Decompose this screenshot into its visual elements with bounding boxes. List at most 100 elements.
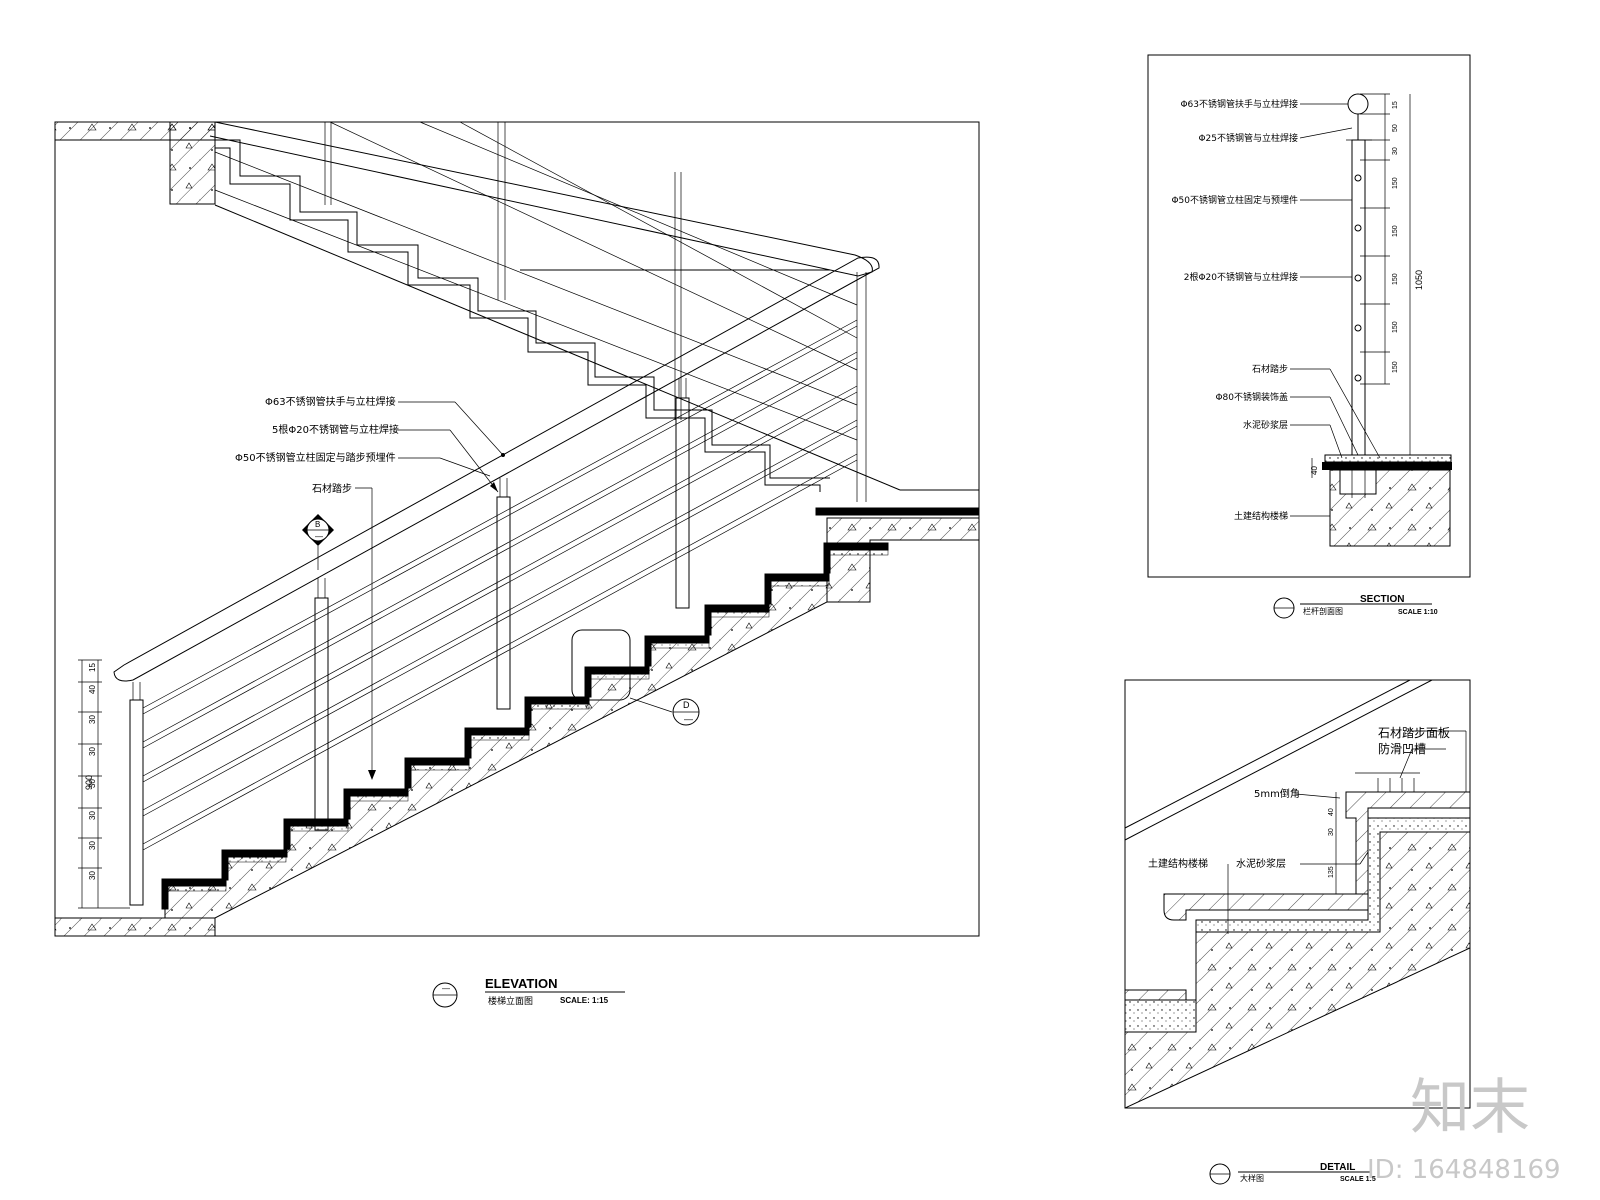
section-label-stone: 石材踏步 xyxy=(1252,363,1288,375)
tread-riser-1 xyxy=(221,849,229,881)
section-dim-3: 150 xyxy=(1392,177,1399,189)
section-subtitle: 栏杆剖面图 xyxy=(1303,606,1343,616)
detail-callout-region xyxy=(571,629,631,701)
section-dim-1: 50 xyxy=(1392,124,1399,132)
elevation-dim-2: 30 xyxy=(88,715,97,724)
landing-slab xyxy=(826,517,980,603)
tread-top-0 xyxy=(161,878,227,887)
tread-mortar-7 xyxy=(590,673,650,680)
section-dim-7: 150 xyxy=(1392,361,1399,373)
elevation-title: ELEVATION xyxy=(485,976,557,991)
tread-top-6 xyxy=(524,696,590,705)
detail-label-chamfer: 5mm倒角 xyxy=(1254,788,1300,800)
section-post xyxy=(1351,139,1366,456)
elevation-dim-3: 30 xyxy=(88,747,97,756)
tread-mortar-11 xyxy=(829,549,889,556)
lower-floor-slab xyxy=(54,917,216,937)
section-dim-0: 15 xyxy=(1392,101,1399,109)
tread-riser-11 xyxy=(823,542,831,574)
svg-text:—: — xyxy=(684,714,693,724)
tread-riser-9 xyxy=(704,604,712,636)
tread-top-7 xyxy=(584,666,650,675)
section-base-dim: 40 xyxy=(1310,466,1319,475)
section-scale: SCALE 1:10 xyxy=(1398,609,1438,616)
label-rail-bars: 5根Φ20不锈钢管与立柱焊接 xyxy=(272,423,399,436)
detail-leaders xyxy=(1227,730,1467,934)
section-dim-6: 150 xyxy=(1392,321,1399,333)
tread-riser-8 xyxy=(644,635,652,667)
section-label-connector: Φ25不锈钢管与立柱焊接 xyxy=(1198,132,1298,144)
section-rail-bar-4 xyxy=(1354,374,1362,382)
detail-label-structure: 土建结构楼梯 xyxy=(1148,857,1208,870)
section-total-dim: 1050 xyxy=(1414,270,1424,290)
tread-riser-10 xyxy=(764,573,772,605)
elevation-dim-6: 30 xyxy=(88,841,97,850)
section-label-post: Φ50不锈钢管立柱固定与预埋件 xyxy=(1171,194,1298,206)
elevation-dim-5: 30 xyxy=(88,811,97,820)
section-label-handrail: Φ63不锈钢管扶手与立柱焊接 xyxy=(1180,98,1298,110)
tread-top-5 xyxy=(464,727,530,736)
detail-structure xyxy=(1125,831,1470,1108)
detail-mortar xyxy=(1125,817,1470,1033)
elevation-dim-4: 30 xyxy=(88,779,97,788)
tread-riser-2 xyxy=(283,818,291,850)
tread-top-1 xyxy=(221,849,287,858)
elevation-subtitle: 楼梯立面图 xyxy=(488,995,533,1007)
section-title: SECTION xyxy=(1360,594,1404,605)
detail-label-anti-slip: 防滑凹槽 xyxy=(1378,741,1426,756)
elevation-total-height: 900 xyxy=(84,775,94,790)
tread-riser-5 xyxy=(464,727,472,759)
svg-text:—: — xyxy=(442,984,450,993)
tread-top-4 xyxy=(404,757,470,766)
detail-label-stone-face: 石材踏步面板 xyxy=(1378,726,1450,740)
section-handrail-circle xyxy=(1347,93,1369,115)
tread-top-11 xyxy=(823,542,889,551)
section-rail-bar-0 xyxy=(1354,174,1362,182)
svg-text:—: — xyxy=(315,532,323,541)
tread-riser-4 xyxy=(404,757,412,789)
upper-wall-block xyxy=(169,121,216,205)
detail-dim-1: 40 xyxy=(1328,808,1335,816)
elevation-leaders xyxy=(355,401,505,780)
tread-riser-3 xyxy=(343,788,351,820)
tread-mortar-9 xyxy=(710,611,770,618)
elevation-dim-1: 40 xyxy=(88,685,97,694)
svg-text:D: D xyxy=(683,700,690,710)
detail-dim-3: 135 xyxy=(1328,866,1335,878)
tread-mortar-6 xyxy=(530,703,590,710)
elevation-title-block: — ELEVATION 楼梯立面图 SCALE: 1:15 xyxy=(432,976,625,1008)
detail-title-block: DETAIL 大样图 SCALE 1:5 xyxy=(1209,1162,1376,1185)
section-label-mortar: 水泥砂浆层 xyxy=(1243,419,1288,431)
lower-posts xyxy=(129,378,690,906)
detail-dim-2: 30 xyxy=(1328,828,1335,836)
elevation-dim-7: 30 xyxy=(88,871,97,880)
detail-view: 40 30 135 石材踏步面板 防滑凹槽 5mm倒角 土建结构楼梯 水泥砂浆层… xyxy=(1124,679,1471,1185)
section-dim-4: 150 xyxy=(1392,225,1399,237)
tread-riser-7 xyxy=(584,666,592,698)
elevation-scale: SCALE: 1:15 xyxy=(560,996,609,1005)
detail-label-mortar: 水泥砂浆层 xyxy=(1236,857,1286,870)
section-cut-marker: B — xyxy=(302,514,334,570)
watermark-logo: 知末 xyxy=(1410,1073,1530,1143)
upper-handrail xyxy=(209,121,873,277)
tread-top-2 xyxy=(283,818,349,827)
upper-rail-bars xyxy=(214,121,858,441)
label-stone-step: 石材踏步 xyxy=(312,482,352,495)
detail-anti-slip-grooves xyxy=(1355,772,1420,792)
detail-title: DETAIL xyxy=(1320,1162,1355,1173)
tread-top-10 xyxy=(764,573,830,582)
tread-mortar-10 xyxy=(770,580,830,587)
tread-mortar-1 xyxy=(227,856,287,863)
tread-top-9 xyxy=(704,604,770,613)
tread-mortar-4 xyxy=(410,764,470,771)
stone-treads xyxy=(161,542,889,910)
detail-upper-tread xyxy=(1345,791,1470,895)
detail-subtitle: 大样图 xyxy=(1240,1173,1264,1183)
watermark-id: ID: 164848169 xyxy=(1367,1155,1561,1185)
section-dim-2: 30 xyxy=(1392,147,1399,155)
label-post: Φ50不锈钢管立柱固定与踏步预埋件 xyxy=(235,451,396,464)
tread-mortar-5 xyxy=(470,734,530,741)
